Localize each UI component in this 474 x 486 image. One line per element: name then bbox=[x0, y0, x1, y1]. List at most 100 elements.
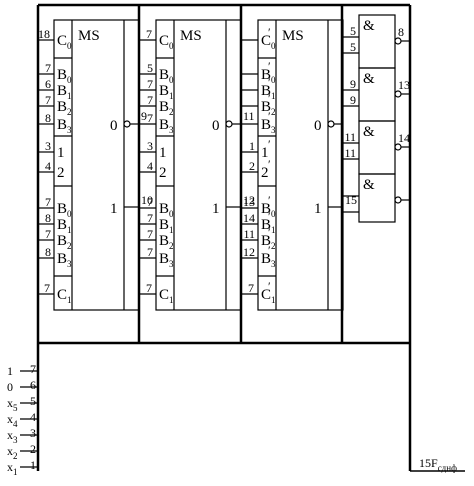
and-gate-input-pin: 5 bbox=[350, 40, 356, 54]
mux-output-1-label: 1 bbox=[212, 201, 220, 217]
mux-control-bottom: C1 bbox=[159, 287, 174, 305]
mux-input-2-3-prime: ′ bbox=[268, 243, 271, 257]
and-gate-symbol: & bbox=[363, 124, 375, 140]
and-gate-4: & bbox=[358, 173, 402, 223]
mux-input-0-3: B3 bbox=[57, 117, 72, 135]
mux-title: MS bbox=[282, 28, 304, 44]
bus-input-pin: 1 bbox=[30, 458, 36, 472]
mux-input-1-1-prime: ′ bbox=[268, 157, 271, 171]
mux-input-1-0: 1 bbox=[57, 145, 65, 161]
and-gate-input-pin: 5 bbox=[350, 24, 356, 38]
mux-input-pin: 12 bbox=[243, 245, 255, 259]
mux-input-pin: 7 bbox=[45, 227, 51, 241]
mux-output-1-label: 1 bbox=[110, 201, 118, 217]
and-gate-bubble bbox=[394, 90, 402, 98]
mux-input-1-1: 2 bbox=[159, 165, 167, 181]
mux-output-0-pin: 9 bbox=[141, 109, 147, 123]
mux-outline bbox=[257, 19, 344, 311]
mux-output-1-pin: 12 bbox=[243, 193, 255, 207]
mux-input-pin: 8 bbox=[45, 245, 51, 259]
mux-input-pin: 3 bbox=[147, 139, 153, 153]
mux-control-top-pin: 7 bbox=[146, 27, 152, 41]
mux-input-pin: 7 bbox=[45, 195, 51, 209]
and-gate-1: & bbox=[358, 14, 402, 69]
mux-control-bottom-pin: 7 bbox=[248, 281, 254, 295]
and-gate-output-pin: 14 bbox=[398, 131, 410, 145]
mux-input-0-2-prime: ′ bbox=[268, 91, 271, 105]
mux-control-bottom-pin: 7 bbox=[146, 281, 152, 295]
bus-input-label-0: 1 bbox=[7, 364, 13, 378]
mux-input-pin: 14 bbox=[243, 211, 255, 225]
mux-output-0-label: 0 bbox=[212, 118, 220, 134]
and-gate-input-pin: 9 bbox=[350, 93, 356, 107]
mux-input-pin: 4 bbox=[45, 159, 51, 173]
mux-output-0-label: 0 bbox=[110, 118, 118, 134]
mux-input-0-3-prime: ′ bbox=[268, 109, 271, 123]
mux-input-2-1-prime: ′ bbox=[268, 209, 271, 223]
bus-input-label-5: x2 bbox=[7, 444, 18, 461]
and-gate-output-pin: 8 bbox=[398, 25, 404, 39]
labels: 1876783478787910757773477777111212131411… bbox=[7, 24, 457, 477]
bus-input-pin: 5 bbox=[30, 394, 36, 408]
mux-input-pin: 6 bbox=[45, 77, 51, 91]
and-gate-output-pin: 13 bbox=[398, 78, 410, 92]
mux-input-pin: 2 bbox=[249, 159, 255, 173]
mux-input-2-3: B3 bbox=[159, 251, 174, 269]
mux-input-1-0: 1 bbox=[261, 145, 269, 161]
and-gate-symbol: & bbox=[363, 71, 375, 87]
bus-input-label-2: x5 bbox=[7, 396, 18, 413]
and-gate-input-pin: 11 bbox=[344, 130, 356, 144]
bus-input-label-3: x4 bbox=[7, 412, 18, 429]
inverter-bubble bbox=[225, 120, 233, 128]
inverter-bubble bbox=[123, 120, 131, 128]
mux-input-2-0-prime: ′ bbox=[268, 193, 271, 207]
and-gate-2: & bbox=[358, 67, 402, 122]
bus-input-pin: 6 bbox=[30, 378, 36, 392]
mux-title: MS bbox=[78, 28, 100, 44]
mux-input-0-3: B3 bbox=[159, 117, 174, 135]
mux-input-0-2: B2 bbox=[57, 99, 72, 117]
mux-input-pin: 7 bbox=[147, 211, 153, 225]
mux-input-2-2: B2 bbox=[57, 233, 72, 251]
bus-input-pin: 3 bbox=[30, 426, 36, 440]
mux-control-bottom-prime: ′ bbox=[268, 279, 271, 293]
and-gate-symbol: & bbox=[363, 177, 375, 193]
mux-control-top: C0 bbox=[57, 33, 72, 51]
mux-input-2-3: B3 bbox=[57, 251, 72, 269]
mux-outline bbox=[155, 19, 242, 311]
mux-input-pin: 7 bbox=[147, 195, 153, 209]
and-gate-input-pin: 11 bbox=[344, 146, 356, 160]
bus-input-label-6: x1 bbox=[7, 460, 18, 477]
and-gate-3: & bbox=[358, 120, 402, 175]
mux-input-2-2-prime: ′ bbox=[268, 225, 271, 239]
mux-output-1-label: 1 bbox=[314, 201, 322, 217]
and-gate-bubble bbox=[394, 37, 402, 45]
mux-input-0-1-prime: ′ bbox=[268, 75, 271, 89]
mux-output-0-label: 0 bbox=[314, 118, 322, 134]
bus-input-pin: 2 bbox=[30, 442, 36, 456]
mux-input-0-2: B2 bbox=[159, 99, 174, 117]
mux-output-0-pin: 11 bbox=[243, 109, 255, 123]
mux-input-pin: 4 bbox=[147, 159, 153, 173]
mux-output-1-pin: 15 bbox=[345, 193, 357, 207]
bus-input-label-1: 0 bbox=[7, 380, 13, 394]
and-gate-box bbox=[358, 173, 396, 223]
mux-input-pin: 13 bbox=[243, 195, 255, 209]
mux-input-1-0: 1 bbox=[159, 145, 167, 161]
mux-input-pin: 8 bbox=[45, 211, 51, 225]
mux-input-pin: 7 bbox=[147, 93, 153, 107]
mux-input-1-0-prime: ′ bbox=[268, 137, 271, 151]
mux-input-pin: 7 bbox=[147, 245, 153, 259]
mux-input-1-1: 2 bbox=[57, 165, 65, 181]
mux-input-pin: 8 bbox=[45, 111, 51, 125]
and-gate-bubble bbox=[394, 196, 402, 204]
bus-input-pin: 7 bbox=[30, 362, 36, 376]
mux-input-1-1: 2 bbox=[261, 165, 269, 181]
mux-input-pin: 7 bbox=[45, 61, 51, 75]
inverter-bubble bbox=[327, 120, 335, 128]
mux-input-pin: 5 bbox=[147, 61, 153, 75]
mux-control-bottom: C1 bbox=[57, 287, 72, 305]
mux-input-pin: 7 bbox=[147, 111, 153, 125]
mux-control-top: C0 bbox=[159, 33, 174, 51]
